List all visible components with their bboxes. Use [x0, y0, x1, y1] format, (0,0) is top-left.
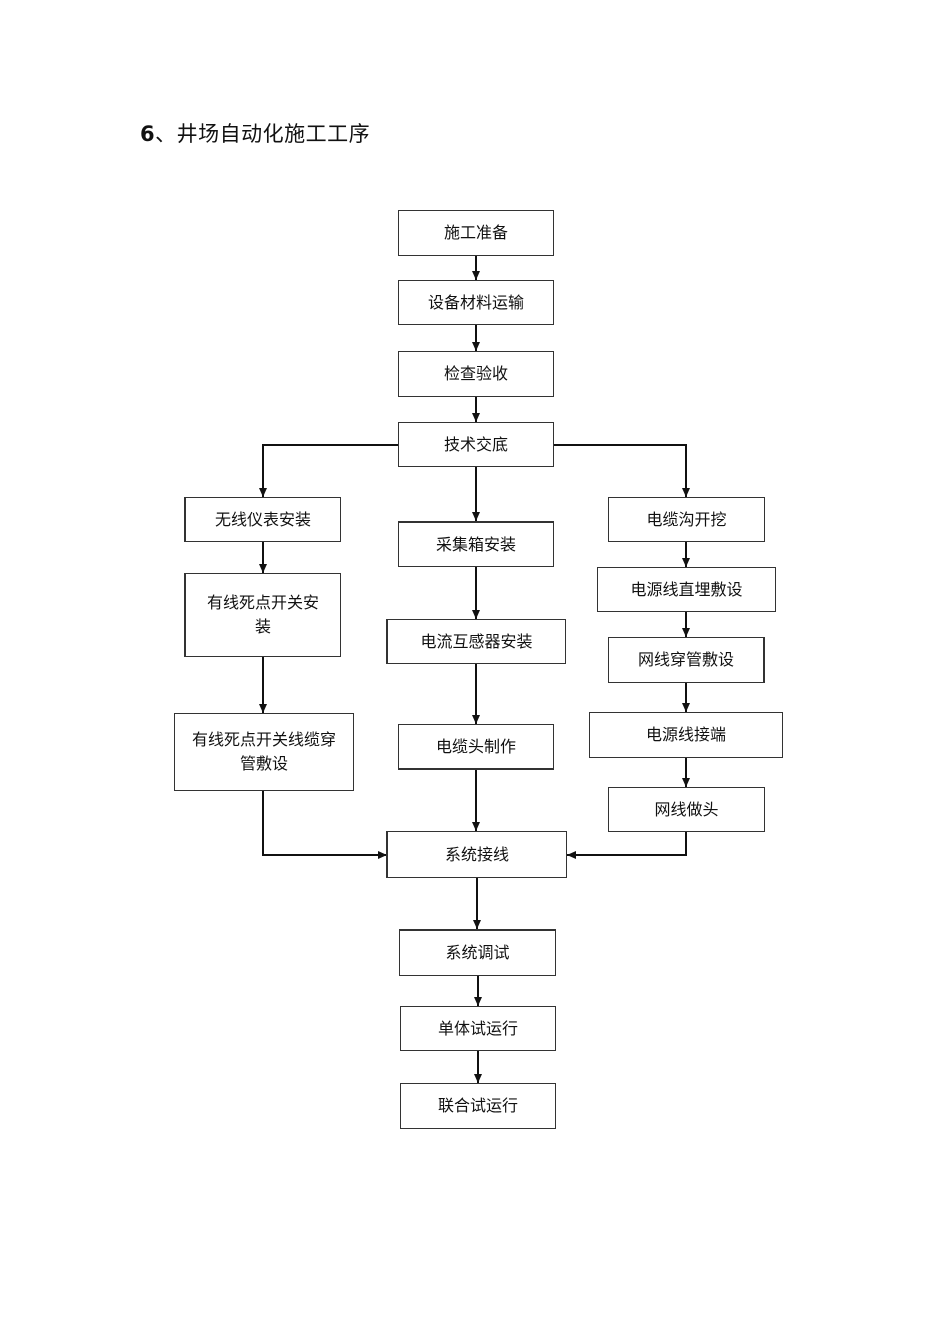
step-network-connector: 网线做头: [608, 787, 765, 832]
arrow-s4-l1: [259, 444, 398, 497]
arrow-r5-j1: [567, 832, 687, 859]
step-material-transport: 设备材料运输: [398, 280, 554, 325]
step-technical-briefing: 技术交底: [398, 422, 554, 467]
page-title: 6、井场自动化施工工序: [140, 118, 370, 148]
step-system-wiring: 系统接线: [386, 831, 567, 878]
step-wireless-instrument: 无线仪表安装: [184, 497, 341, 542]
step-current-transformer: 电流互感器安装: [386, 619, 566, 664]
arrow-s4-r1: [554, 444, 690, 497]
step-wired-switch-install: 有线死点开关安装: [184, 573, 341, 657]
step-power-line-burial: 电源线直埋敷设: [597, 567, 776, 612]
step-wired-switch-cabling: 有线死点开关线缆穿管敷设: [174, 713, 354, 791]
step-joint-trial-run: 联合试运行: [400, 1083, 556, 1129]
arrow-l3-j1: [262, 791, 387, 859]
step-single-trial-run: 单体试运行: [400, 1006, 556, 1051]
step-collection-box: 采集箱安装: [398, 521, 554, 567]
section-number: 6: [140, 122, 156, 146]
step-power-line-termination: 电源线接端: [589, 712, 783, 758]
step-cable-trench: 电缆沟开挖: [608, 497, 765, 542]
step-cable-head: 电缆头制作: [398, 724, 554, 770]
step-inspection: 检查验收: [398, 351, 554, 397]
section-title: 井场自动化施工工序: [176, 122, 371, 146]
step-network-conduit: 网线穿管敷设: [608, 637, 765, 683]
step-construction-prep: 施工准备: [398, 210, 554, 256]
section-separator: 、: [155, 122, 177, 146]
step-system-debug: 系统调试: [399, 929, 556, 976]
